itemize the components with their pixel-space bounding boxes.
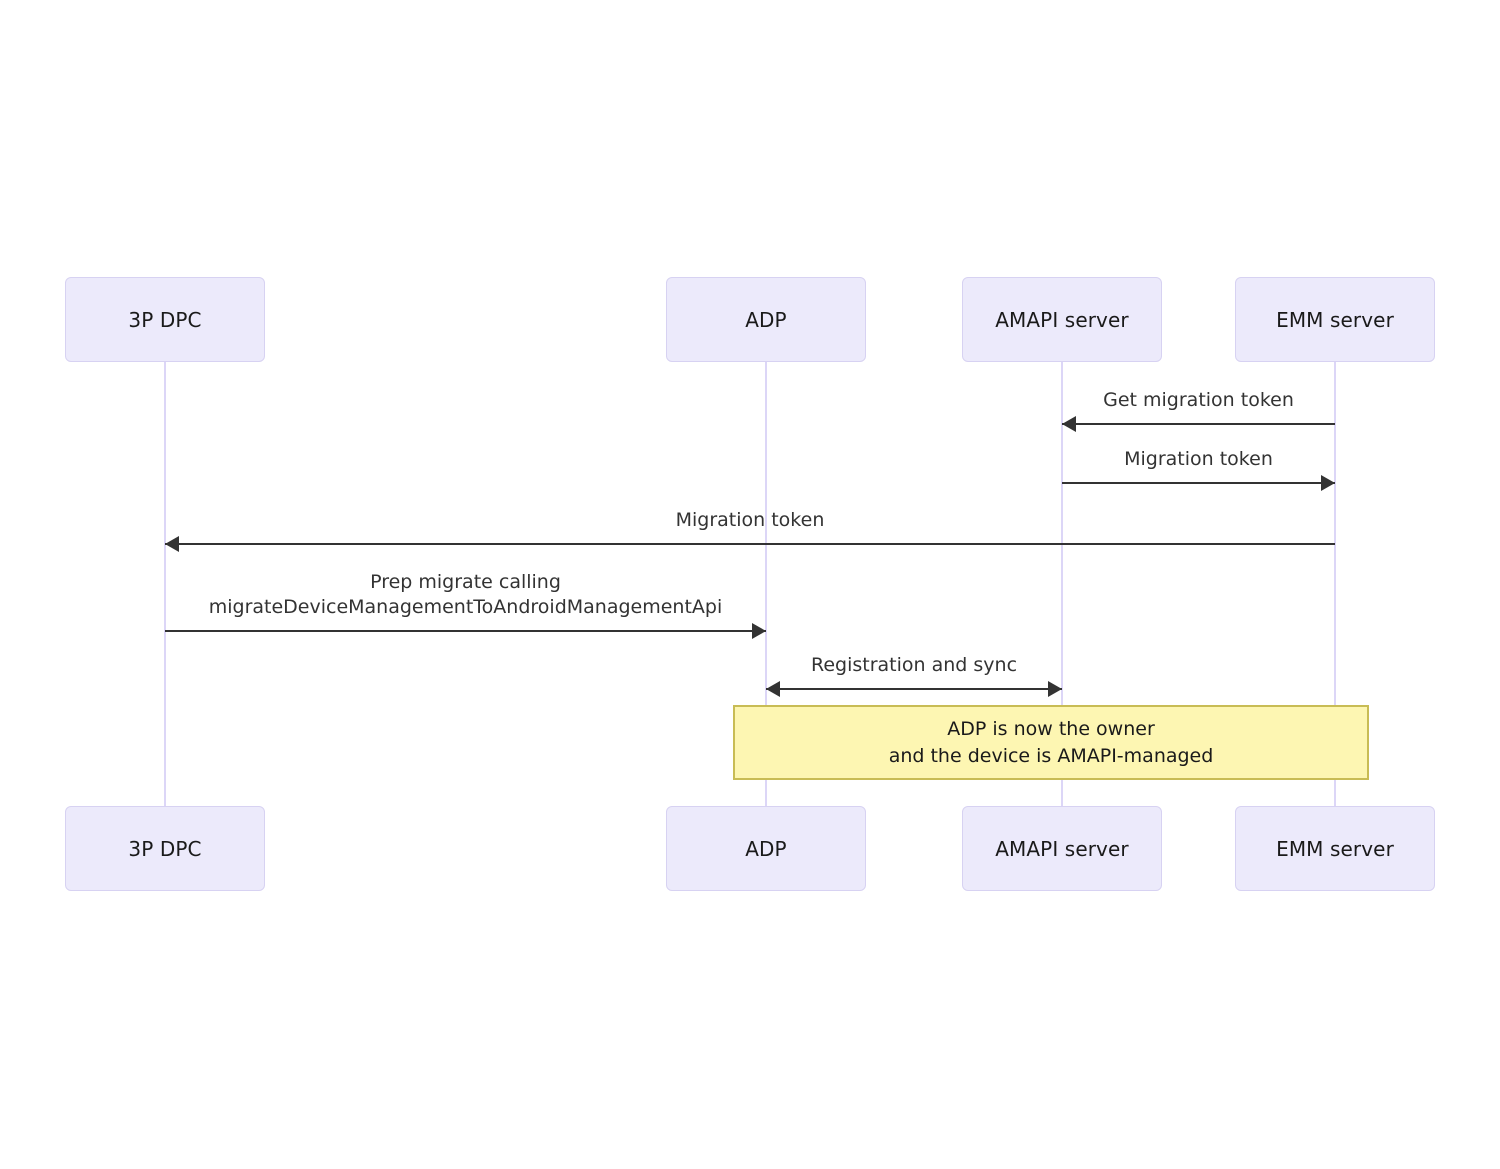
message-arrow-prep-migrate[interactable] <box>165 623 766 639</box>
message-arrow-migration-token-to-dpc[interactable] <box>165 536 1335 552</box>
participant-box-3p-dpc-top[interactable]: 3P DPC <box>65 277 265 362</box>
message-label-prep-migrate: Prep migrate calling migrateDeviceManage… <box>208 571 723 618</box>
participant-box-amapi-server-top[interactable]: AMAPI server <box>962 277 1162 362</box>
lifeline-amapi-server <box>1061 362 1063 806</box>
lifeline-3p-dpc <box>164 362 166 806</box>
participant-label-amapi-server-bottom: AMAPI server <box>995 836 1129 861</box>
arrowhead-right-icon <box>1321 475 1335 491</box>
participant-label-emm-server-bottom: EMM server <box>1276 836 1394 861</box>
message-label-get-migration-token: Get migration token <box>1103 389 1294 411</box>
participant-box-amapi-server-bottom[interactable]: AMAPI server <box>962 806 1162 891</box>
message-arrow-get-migration-token[interactable] <box>1062 416 1335 432</box>
participant-box-adp-top[interactable]: ADP <box>666 277 866 362</box>
arrowhead-right-icon <box>1048 681 1062 697</box>
lifeline-emm-server <box>1334 362 1336 806</box>
participant-label-3p-dpc-top: 3P DPC <box>128 307 202 332</box>
arrowhead-left-icon <box>766 681 780 697</box>
message-label-migration-token-to-emm: Migration token <box>1124 448 1273 470</box>
participant-box-adp-bottom[interactable]: ADP <box>666 806 866 891</box>
participant-label-adp-top: ADP <box>745 307 787 332</box>
participant-box-emm-server-top[interactable]: EMM server <box>1235 277 1435 362</box>
message-arrow-migration-token-to-emm[interactable] <box>1062 475 1335 491</box>
participant-box-3p-dpc-bottom[interactable]: 3P DPC <box>65 806 265 891</box>
message-arrow-registration-and-sync[interactable] <box>766 681 1062 697</box>
message-label-registration-and-sync: Registration and sync <box>810 654 1018 676</box>
arrowhead-right-icon <box>752 623 766 639</box>
note-ownership-text: ADP is now the owner and the device is A… <box>888 717 1214 767</box>
arrowhead-left-icon <box>1062 416 1076 432</box>
participant-label-emm-server-top: EMM server <box>1276 307 1394 332</box>
participant-label-adp-bottom: ADP <box>745 836 787 861</box>
participant-label-amapi-server-top: AMAPI server <box>995 307 1129 332</box>
arrowhead-left-icon <box>165 536 179 552</box>
note-ownership: ADP is now the owner and the device is A… <box>733 705 1369 780</box>
lifeline-adp <box>765 362 767 806</box>
participant-box-emm-server-bottom[interactable]: EMM server <box>1235 806 1435 891</box>
participant-label-3p-dpc-bottom: 3P DPC <box>128 836 202 861</box>
message-label-migration-token-to-dpc: Migration token <box>675 509 825 531</box>
